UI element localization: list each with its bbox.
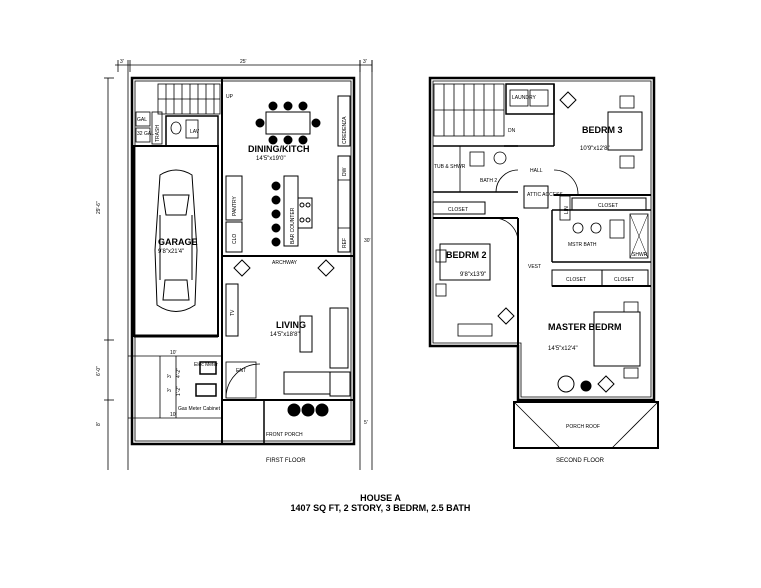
- label-bar-counter: BAR COUNTER: [290, 207, 296, 244]
- first-floor-outline: [130, 76, 356, 446]
- label-mstr-bath: MSTR BATH: [568, 242, 597, 248]
- first-floor-title: FIRST FLOOR: [266, 458, 306, 464]
- label-laundry: LAUNDRY: [512, 95, 536, 101]
- label-shwr: SHWR: [632, 252, 648, 258]
- dimension-labels: 3' 25' 3' 30' 29'-6" 6'-0" 8' 5' 10' 10'…: [96, 59, 371, 426]
- dim-meter-v2: 4'-2": [176, 368, 182, 378]
- label-elec-meter: Elec Meter: [194, 362, 218, 368]
- label-dn: DN: [508, 128, 516, 134]
- label-attic: ATTIC ACCESS: [527, 192, 563, 198]
- label-credenza: CREDENZA: [342, 116, 348, 144]
- label-trash: TRASH: [155, 125, 161, 142]
- dim-top-mid: 25': [240, 59, 247, 65]
- room-garage-name: GARAGE: [158, 237, 198, 247]
- room-bedrm3-name: BEDRM 3: [582, 125, 623, 135]
- room-bedrm2-name: BEDRM 2: [446, 250, 487, 260]
- label-tub: TUB & SHWR: [434, 164, 466, 170]
- room-living-size: 14'5"x18'8": [270, 332, 300, 338]
- label-vest: VEST: [528, 264, 541, 270]
- label-front-porch: FRONT PORCH: [266, 432, 303, 438]
- room-bedrm3-size: 10'9"x12'8": [580, 146, 610, 152]
- label-archway: ARCHWAY: [272, 260, 298, 266]
- room-garage-size: 9'8"x21'4": [158, 249, 184, 255]
- label-lin: LIN: [564, 206, 570, 214]
- dim-top-left: 3': [120, 59, 124, 65]
- first-floor-plan: [104, 60, 373, 470]
- second-floor-outline: [428, 76, 656, 402]
- dim-meter-v3: 3': [167, 388, 173, 392]
- dim-top-right: 3': [363, 59, 367, 65]
- living-furniture: [225, 259, 351, 397]
- label-ent: ENT: [236, 368, 246, 374]
- car-icon: [154, 169, 198, 312]
- dim-right-small: 5': [364, 420, 368, 426]
- second-floor-title: SECOND FLOOR: [556, 458, 605, 464]
- label-lav: LAV: [190, 129, 200, 135]
- label-porch-roof: PORCH ROOF: [566, 424, 600, 430]
- house-title: HOUSE A: [360, 493, 401, 503]
- room-dining-size: 14'5"x19'0": [256, 156, 286, 162]
- label-pantry: PANTRY: [232, 196, 238, 216]
- second-floor-labels: LAUNDRY DN BEDRM 3 10'9"x12'8" TUB & SHW…: [434, 95, 648, 464]
- dim-left-upper: 29'-6": [96, 201, 102, 214]
- dim-meter-v1: 3': [167, 374, 173, 378]
- label-tv: TV: [230, 309, 236, 316]
- dim-left-small: 8': [96, 422, 102, 426]
- room-dining-name: DINING/KITCH: [248, 144, 310, 154]
- porch-roof: [513, 401, 659, 449]
- dim-meter-v4: 1'-2": [176, 386, 182, 396]
- label-closet-1: CLOSET: [448, 207, 468, 213]
- room-living-name: LIVING: [276, 320, 306, 330]
- label-closet-4: CLOSET: [614, 277, 634, 283]
- label-closet-3: CLOSET: [566, 277, 586, 283]
- bar-counter: [271, 175, 313, 247]
- dim-meter-10a: 10': [170, 350, 177, 356]
- label-hall: HALL: [530, 168, 543, 174]
- second-floor-plan: [428, 76, 659, 449]
- first-floor-labels: DINING/KITCH 14'5"x19'0" GARAGE 9'8"x21'…: [137, 94, 348, 464]
- stair-first-floor: [157, 83, 221, 115]
- front-porch: [287, 403, 329, 417]
- label-clo: CLO: [232, 234, 238, 244]
- dim-left-lower: 6'-0": [96, 366, 102, 376]
- label-gas-meter: Gas Meter Cabinet: [178, 406, 221, 412]
- label-ref: REF: [342, 238, 348, 248]
- label-gal-2: 32 GAL: [137, 131, 154, 137]
- dim-side-mid: 30': [364, 238, 371, 244]
- room-bedrm2-size: 9'8"x13'9": [460, 272, 486, 278]
- dim-meter-10b: 10': [170, 412, 177, 418]
- label-bath2: BATH 2: [480, 178, 497, 184]
- label-closet-2: CLOSET: [598, 203, 618, 209]
- stair-second-floor: [433, 83, 505, 137]
- label-gal-1: GAL: [137, 117, 147, 123]
- label-dw: DW: [342, 167, 348, 176]
- house-subtitle: 1407 SQ FT, 2 STORY, 3 BEDRM, 2.5 BATH: [290, 503, 471, 513]
- room-master-name: MASTER BEDRM: [548, 322, 622, 332]
- meter-area: [128, 355, 222, 419]
- room-master-size: 14'5"x12'4": [548, 346, 578, 352]
- dining-table: [255, 101, 321, 145]
- label-up: UP: [226, 94, 234, 100]
